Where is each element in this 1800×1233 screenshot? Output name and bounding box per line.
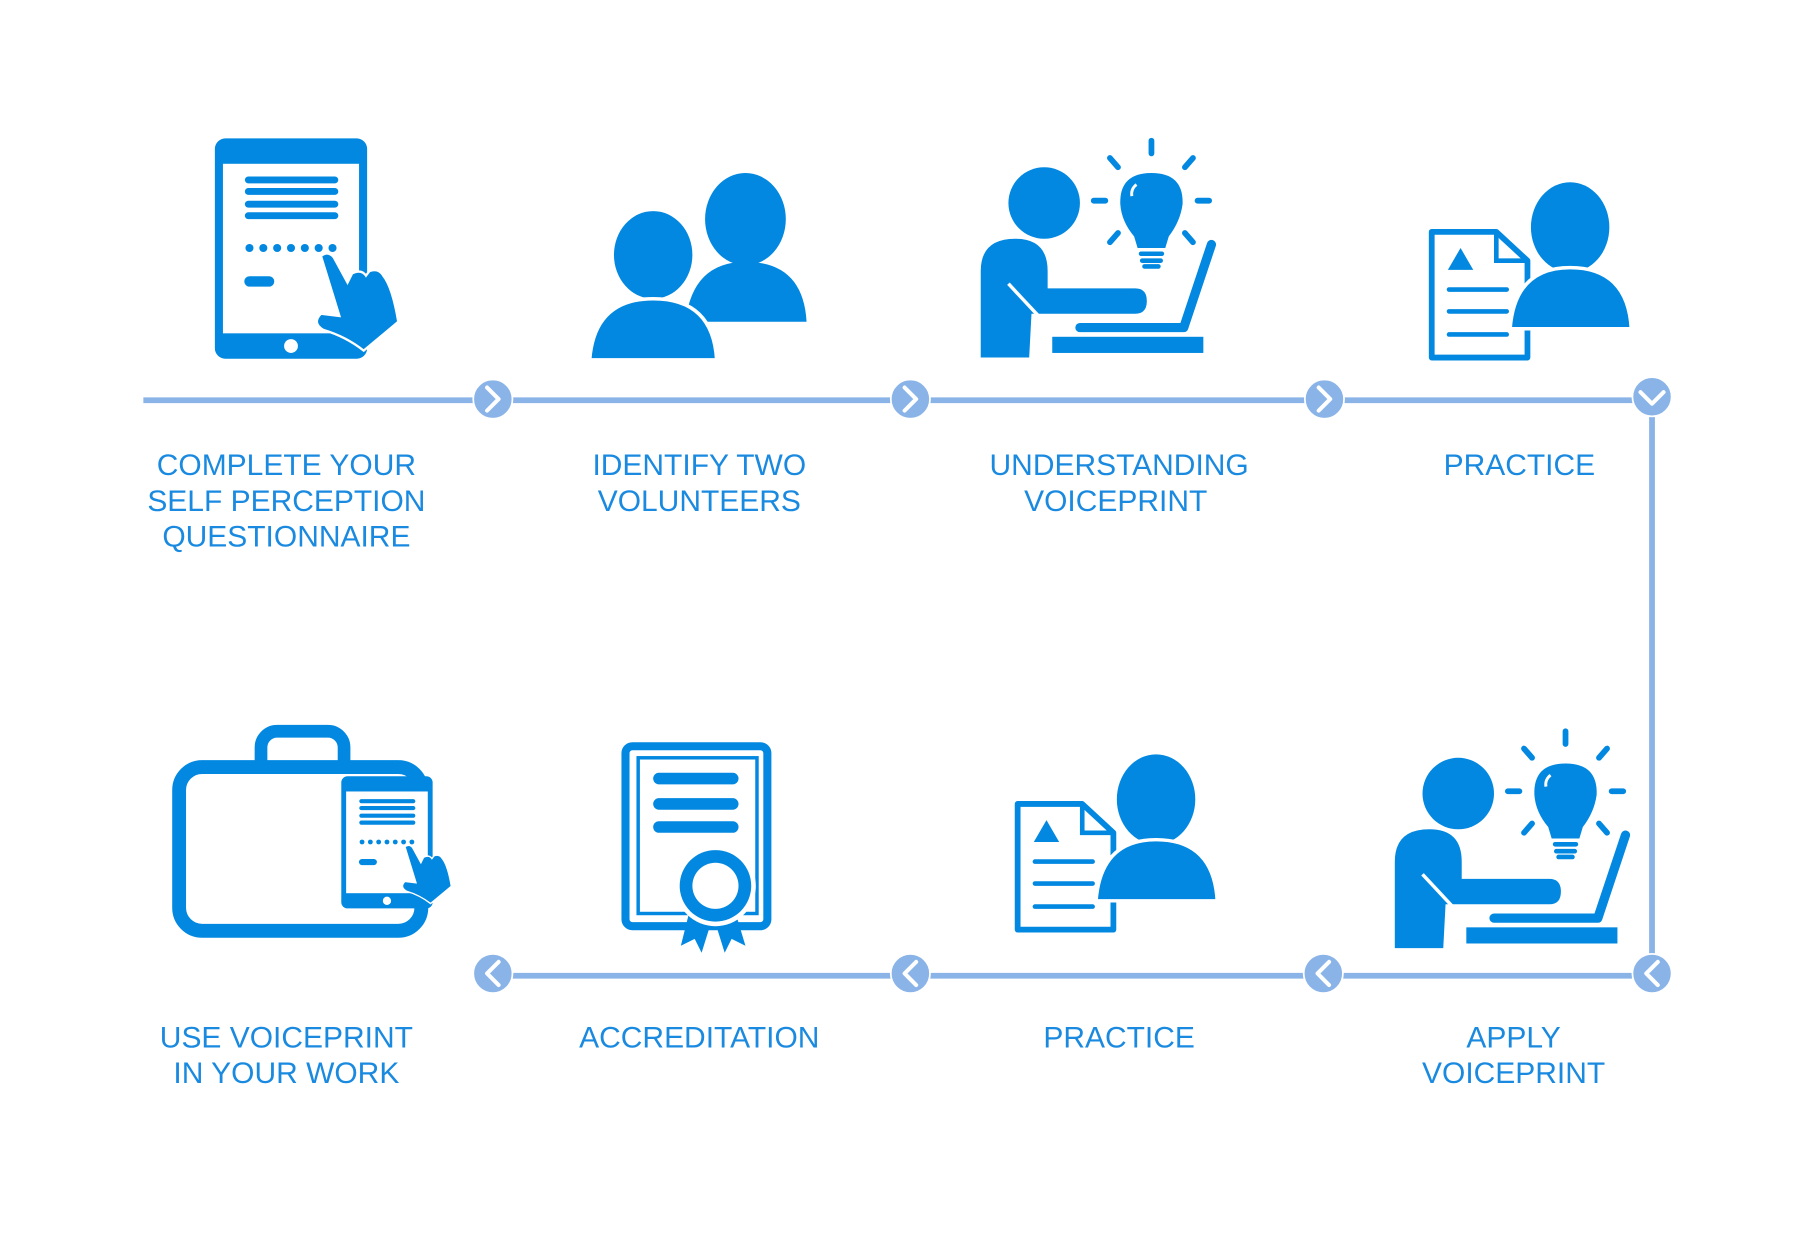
- step-label-accreditation: ACCREDITATION: [579, 1021, 819, 1054]
- certificate-icon: [625, 746, 767, 952]
- svg-text:UNDERSTANDING: UNDERSTANDING: [990, 449, 1249, 482]
- step-label-practice: PRACTICE: [1444, 449, 1596, 482]
- svg-text:QUESTIONNAIRE: QUESTIONNAIRE: [162, 521, 410, 554]
- svg-text:PRACTICE: PRACTICE: [1043, 1021, 1195, 1054]
- person-laptop-lightbulb-icon: [981, 141, 1212, 358]
- step-label-complete-questionnaire: COMPLETE YOUR SELF PERCEPTION QUESTIONNA…: [147, 449, 425, 554]
- svg-text:VOICEPRINT: VOICEPRINT: [1422, 1057, 1605, 1090]
- arrow-node-right: [472, 378, 514, 420]
- arrow-node-down: [1631, 376, 1673, 418]
- svg-text:SELF PERCEPTION: SELF PERCEPTION: [147, 485, 425, 518]
- step-label-apply-voiceprint: APPLY VOICEPRINT: [1422, 1021, 1605, 1090]
- step-label-practice: PRACTICE: [1043, 1021, 1195, 1054]
- briefcase-tablet-icon: [179, 731, 451, 931]
- arrow-node-left: [889, 953, 931, 994]
- svg-text:ACCREDITATION: ACCREDITATION: [579, 1021, 819, 1054]
- svg-text:IDENTIFY TWO: IDENTIFY TWO: [592, 449, 806, 482]
- two-people-icon: [588, 171, 809, 362]
- svg-text:PRACTICE: PRACTICE: [1444, 449, 1596, 482]
- step-label-identify-volunteers: IDENTIFY TWO VOLUNTEERS: [592, 449, 806, 518]
- arrow-node-right: [1303, 378, 1345, 420]
- step-label-understanding-voiceprint: UNDERSTANDING VOICEPRINT: [990, 449, 1249, 518]
- arrow-node-left: [472, 953, 514, 994]
- svg-text:APPLY: APPLY: [1466, 1021, 1560, 1054]
- svg-text:IN YOUR WORK: IN YOUR WORK: [173, 1057, 399, 1090]
- document-person-icon: [1432, 182, 1632, 357]
- tablet-questionnaire-icon: [215, 138, 398, 358]
- arrow-node-left: [1302, 953, 1344, 994]
- step-label-use-voiceprint: USE VOICEPRINT IN YOUR WORK: [160, 1021, 413, 1090]
- person-laptop-lightbulb-icon: [1395, 731, 1626, 948]
- arrow-node-left: [1631, 953, 1673, 994]
- svg-text:COMPLETE YOUR: COMPLETE YOUR: [157, 449, 416, 482]
- svg-text:VOICEPRINT: VOICEPRINT: [1024, 485, 1207, 518]
- svg-text:VOLUNTEERS: VOLUNTEERS: [598, 485, 801, 518]
- document-person-icon: [1018, 754, 1218, 929]
- arrow-node-right: [889, 378, 931, 420]
- svg-text:USE VOICEPRINT: USE VOICEPRINT: [160, 1021, 413, 1054]
